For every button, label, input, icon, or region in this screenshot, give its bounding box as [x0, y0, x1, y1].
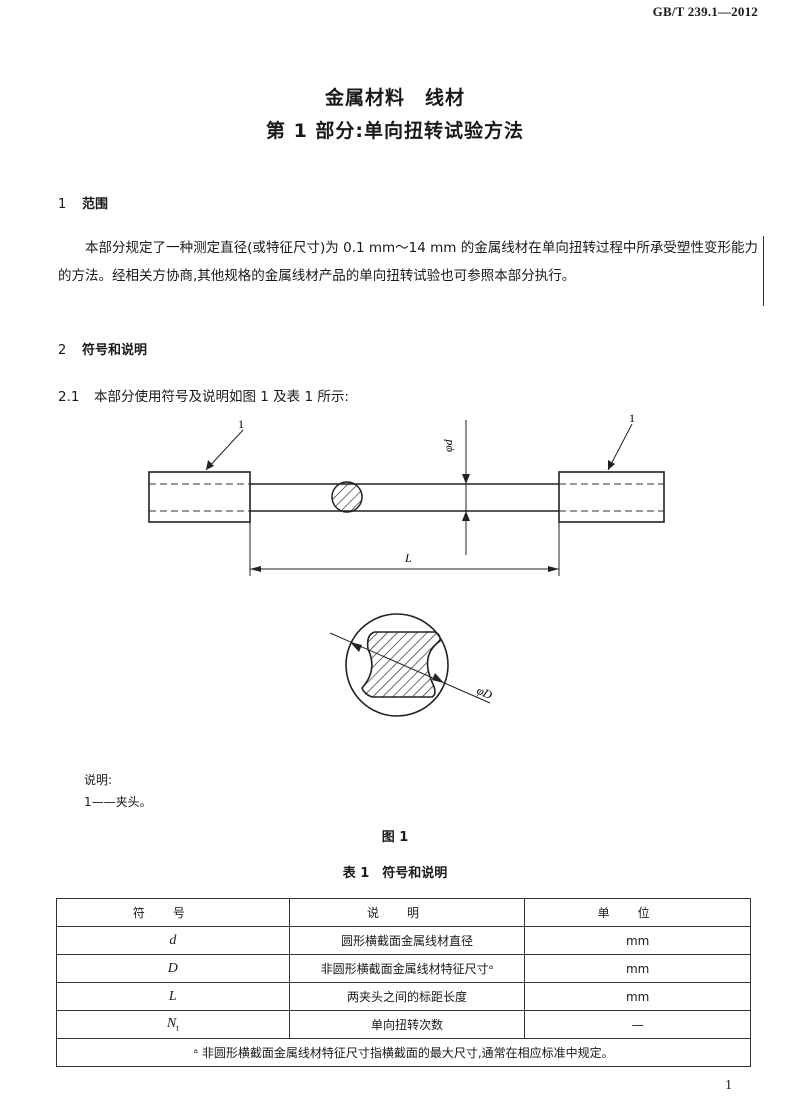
cell-description: 两夹头之间的标距长度 — [288, 982, 526, 1011]
table-caption: 表 1 符号和说明 — [342, 866, 448, 881]
table-row: D 非圆形横截面金属线材特征尺寸ᵃ mm — [56, 954, 751, 983]
length-dimension — [249, 522, 560, 576]
section-1-heading: 1 范围 — [58, 193, 108, 212]
callout-left-arrow — [206, 460, 214, 470]
table-row: Nt 单向扭转次数 — — [56, 1010, 751, 1039]
table-row: d 圆形横截面金属线材直径 mm — [56, 926, 751, 955]
diameter-dimension — [462, 420, 470, 555]
wire-specimen — [250, 483, 559, 512]
cell-symbol: Nt — [56, 1010, 290, 1039]
section-2-heading: 2 符号和说明 — [58, 339, 147, 358]
figure-legend-title: 说明: — [84, 773, 113, 787]
section-1-paragraph: 本部分规定了一种测定直径(或特征尺寸)为 0.1 mm～14 mm 的金属线材在… — [58, 234, 758, 290]
section-title: 符号和说明 — [82, 343, 148, 358]
cell-unit: mm — [524, 982, 751, 1011]
figure-label: 图 1 — [381, 830, 409, 845]
table-header-row: 符号 说明 单位 — [56, 898, 751, 927]
figure-1-drawing: φd 1 1 L φD — [148, 411, 665, 717]
clause-text: 本部分使用符号及说明如图 1 及表 1 所示: — [94, 389, 349, 405]
section-number: 2 — [58, 343, 67, 358]
cell-unit: mm — [524, 926, 751, 955]
callout-right-arrow — [608, 460, 615, 470]
clause-number: 2.1 — [58, 389, 80, 405]
callout-left-leader — [205, 429, 244, 471]
table-row: L 两夹头之间的标距长度 mm — [56, 982, 751, 1011]
left-grip — [148, 471, 251, 523]
page-number: 1 — [725, 1078, 732, 1093]
document-title-line1: 金属材料 线材 — [324, 87, 465, 109]
table-footnote-row: ᵃ 非圆形横截面金属线材特征尺寸指横截面的最大尺寸,通常在相应标准中规定。 — [56, 1038, 751, 1067]
standard-code: GB/T 239.1—2012 — [652, 4, 758, 19]
cell-unit: — — [524, 1010, 751, 1039]
characteristic-dimension — [329, 632, 491, 704]
callout-left-number: 1 — [238, 417, 244, 431]
callout-right-number: 1 — [629, 411, 635, 425]
clause-2-1: 2.1 本部分使用符号及说明如图 1 及表 1 所示: — [58, 385, 349, 405]
dim-L-label: L — [404, 551, 412, 565]
scope-text: 本部分规定了一种测定直径(或特征尺寸)为 0.1 mm～14 mm 的金属线材在… — [58, 240, 758, 284]
round-section-hatch — [331, 481, 363, 513]
cell-symbol: d — [56, 926, 290, 955]
cell-description: 非圆形横截面金属线材特征尺寸ᵃ — [288, 954, 526, 983]
document-title-line2: 第 1 部分:单向扭转试验方法 — [265, 120, 525, 142]
cell-symbol: D — [56, 954, 290, 983]
cell-symbol: L — [56, 982, 290, 1011]
dim-d-label: φd — [441, 438, 455, 452]
cell-description: 圆形横截面金属线材直径 — [288, 926, 526, 955]
right-grip — [558, 471, 665, 523]
dim-D-label: φD — [475, 683, 495, 702]
cell-description: 单向扭转次数 — [288, 1010, 526, 1039]
header-description: 说明 — [288, 898, 526, 927]
change-bar — [763, 236, 764, 306]
cell-unit: mm — [524, 954, 751, 983]
header-unit: 单位 — [524, 898, 751, 927]
bounding-circle — [345, 613, 449, 717]
header-symbol: 符号 — [56, 898, 290, 927]
section-title: 范围 — [82, 197, 109, 212]
section-number: 1 — [58, 197, 67, 212]
figure-legend-item: 1——夹头。 — [84, 795, 152, 809]
symbols-table: 符号 说明 单位 d 圆形横截面金属线材直径 mm D 非圆形横截面金属线材特征… — [56, 898, 751, 1067]
table-footnote: ᵃ 非圆形横截面金属线材特征尺寸指横截面的最大尺寸,通常在相应标准中规定。 — [56, 1038, 751, 1067]
